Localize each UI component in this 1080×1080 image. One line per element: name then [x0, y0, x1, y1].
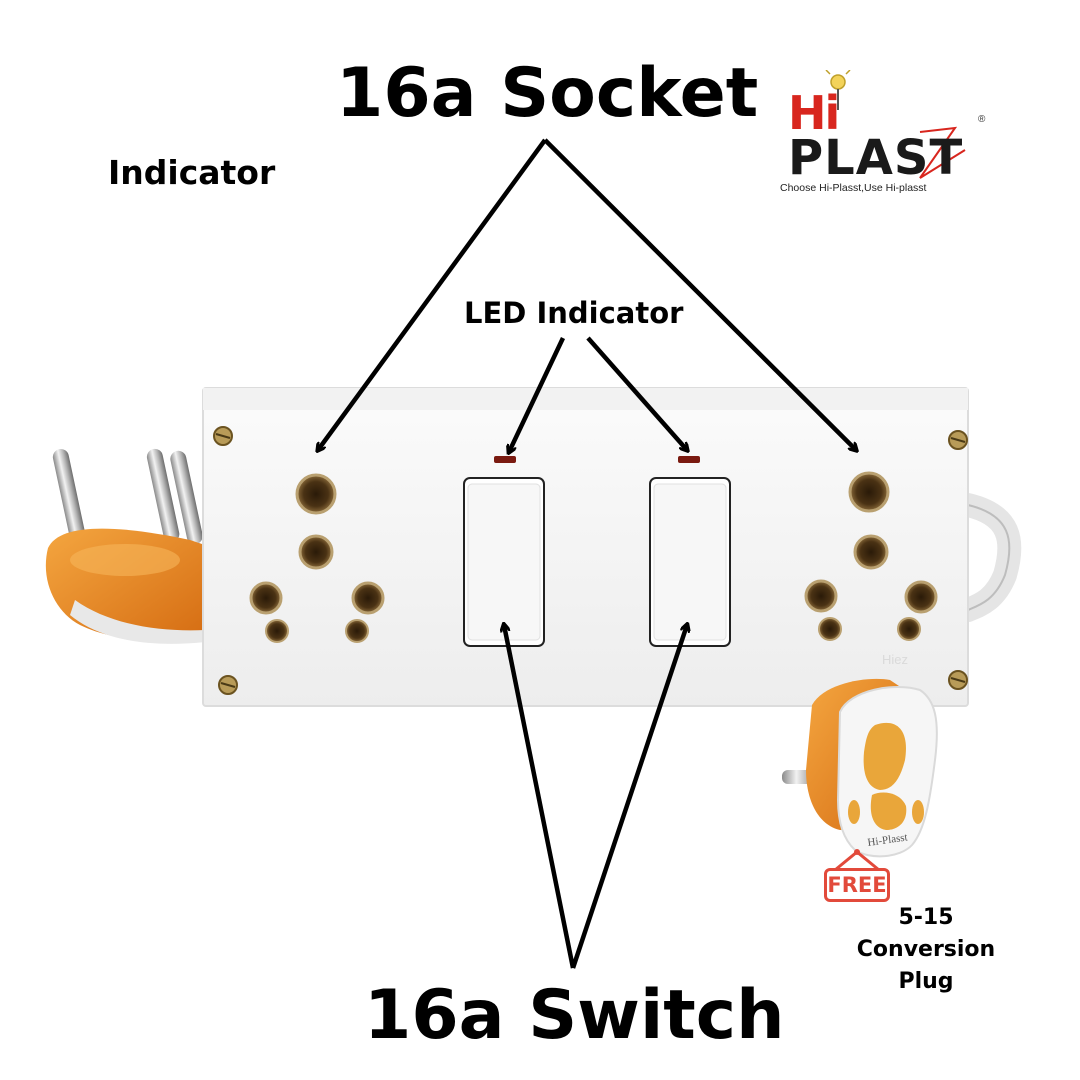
conversion-plug-label: 5-15 Conversion Plug — [856, 905, 996, 994]
free-badge: FREE — [824, 868, 890, 902]
switch-right — [649, 477, 731, 647]
switch-title: 16a Switch — [364, 976, 785, 1055]
socket-left — [249, 473, 385, 643]
led-indicator-label: LED Indicator — [464, 296, 684, 330]
led-indicator-right — [678, 456, 700, 463]
power-cable — [956, 493, 1022, 622]
arrow-switch-right — [570, 625, 687, 969]
main-plug — [45, 448, 206, 644]
logo-tagline: Choose Hi-Plasst,Use Hi-plasst — [780, 182, 927, 194]
board-emboss-text: Hiez — [882, 652, 908, 667]
adapter-emboss-text: Hi-Plasst — [867, 831, 909, 848]
arrow-socket-left — [318, 138, 547, 450]
arrow-led-left — [509, 337, 566, 452]
switch-left — [463, 477, 545, 647]
brand-logo: Hi PLAST ® Choose Hi-Plasst,Use Hi-plass… — [780, 70, 1000, 200]
led-indicator-left — [494, 456, 516, 463]
socket-title: 16a Socket — [336, 54, 759, 133]
socket-right — [804, 471, 938, 641]
logo-plast: PLAST — [788, 130, 964, 186]
conversion-adapter: Hi-Plasst — [782, 678, 938, 858]
logo-graphic — [825, 70, 966, 179]
annotation-arrows — [318, 138, 856, 969]
arrow-led-right — [586, 336, 687, 450]
arrow-switch-left — [504, 625, 576, 969]
indicator-label: Indicator — [108, 153, 276, 192]
extension-board — [202, 387, 969, 707]
logo-registered: ® — [978, 114, 986, 125]
arrow-socket-right — [543, 138, 856, 450]
logo-hi: Hi — [788, 86, 840, 140]
